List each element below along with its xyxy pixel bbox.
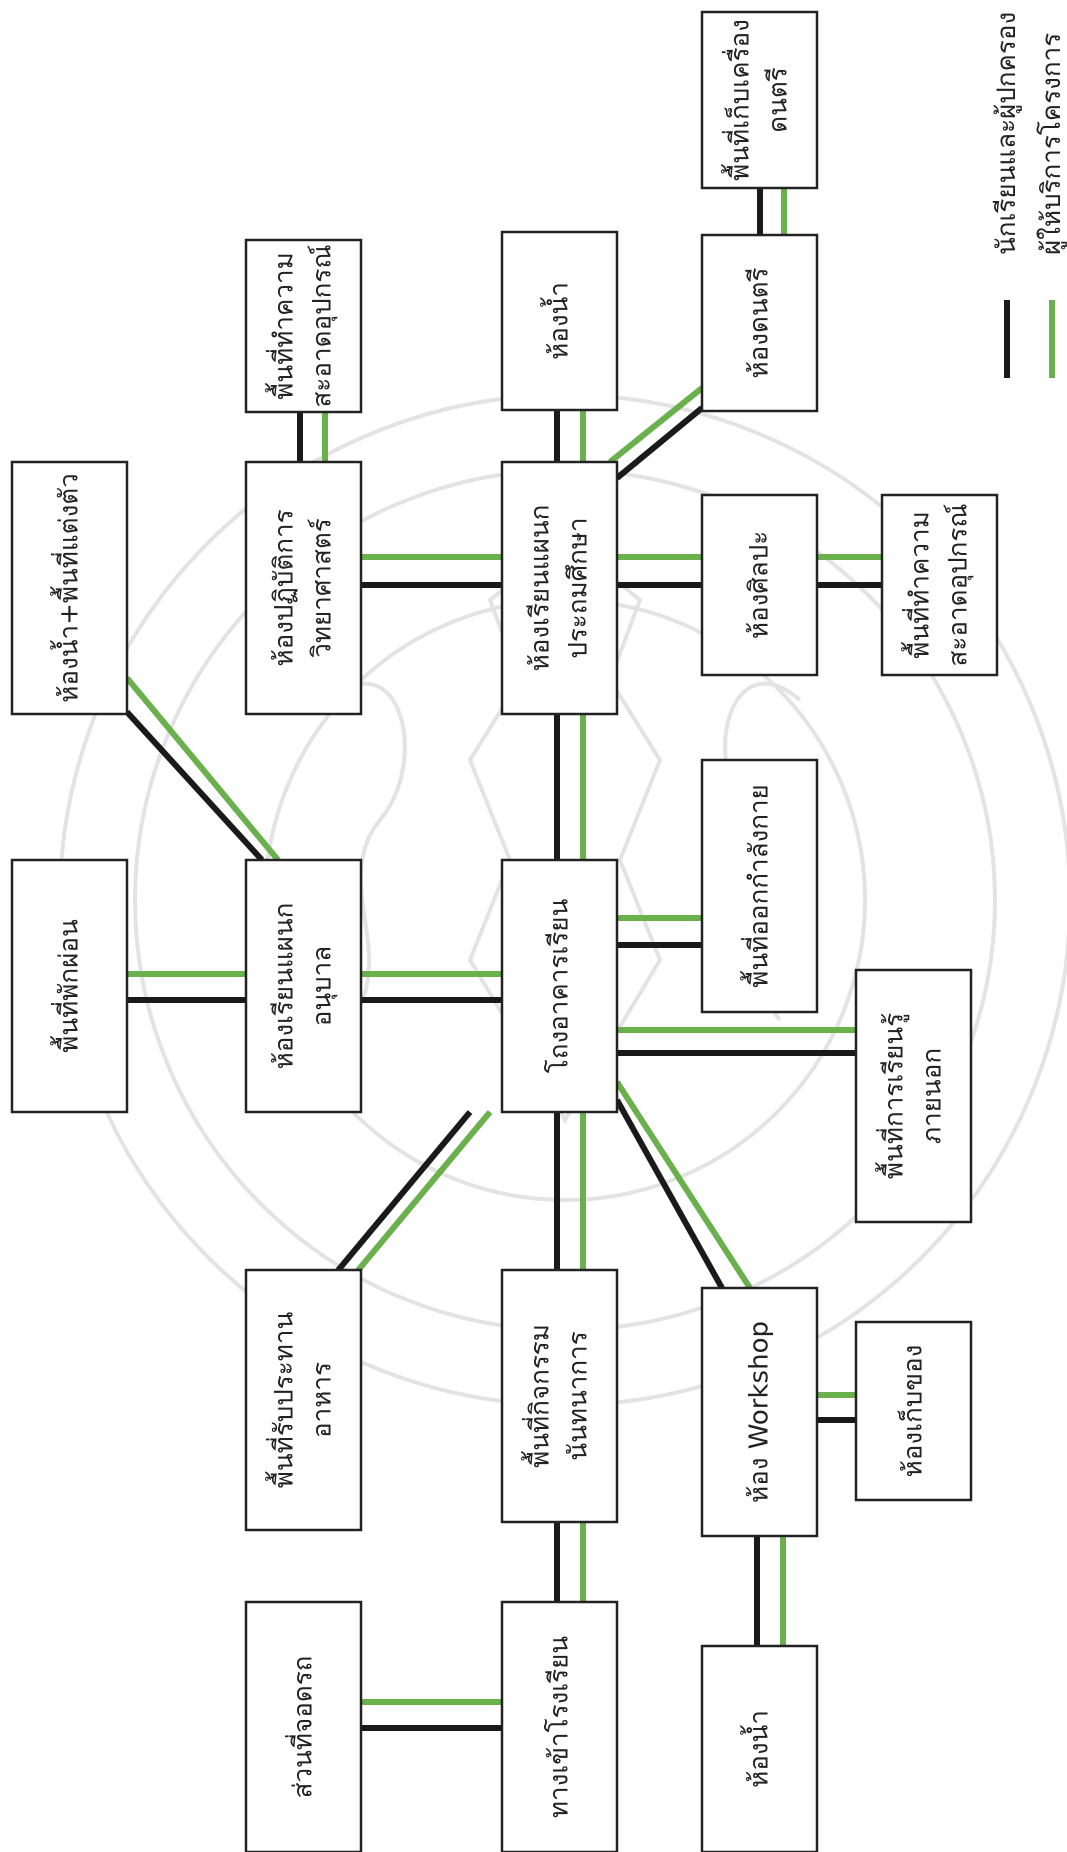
node-label: โถงอาคารเรียน (544, 899, 575, 1074)
node-box (244, 858, 363, 1114)
node-box (244, 1268, 363, 1532)
edge-canteen-hall-black (327, 1110, 473, 1282)
node-label: พื้นที่รับประทาน (265, 1312, 300, 1489)
edge-hall-workshop-black (614, 1098, 725, 1290)
room-nodes: พื้นที่พักผ่อนห้องน้ำ+พื้นที่แต่งตัวห้อง… (10, 10, 999, 1852)
node-label: ทางเข้าโรงเรียน (544, 1636, 575, 1818)
node-label: สะอาดอุปกรณ์ (308, 245, 338, 408)
node-entrance: ทางเข้าโรงเรียน (500, 1600, 619, 1852)
node-canteen: พื้นที่รับประทาน อาหาร (244, 1268, 363, 1532)
node-toilet-dress: ห้องน้ำ+พื้นที่แต่งตัว (10, 460, 129, 716)
node-outdoor: พื้นที่การเรียนรู้ ภายนอก (854, 968, 973, 1224)
node-music: ห้องดนตรี (700, 233, 819, 413)
edge-toilet_dress-kinder-black (124, 709, 265, 863)
node-label: สะอาดอุปกรณ์ (944, 504, 974, 667)
node-parking: ส่วนที่จอดรถ (244, 1600, 363, 1852)
node-label: อนุบาล (308, 946, 338, 1026)
node-label: ห้องดนตรี (745, 267, 775, 378)
node-box (500, 858, 619, 1114)
node-sci-lab: ห้องปฏิบัติการ วิทยาศาสตร์ (244, 460, 363, 716)
node-label: ห้องน้ำ (540, 282, 575, 360)
node-label: ภายนอก (918, 1048, 948, 1144)
node-box (244, 1600, 363, 1852)
node-label: นันทนาการ (564, 1331, 594, 1460)
node-rest: พื้นที่พักผ่อน (10, 858, 129, 1114)
node-box (854, 1320, 973, 1502)
node-toilet-bot: ห้องน้ำ (700, 1644, 819, 1852)
node-box (10, 858, 129, 1114)
node-box (880, 493, 999, 677)
node-box (500, 230, 619, 412)
node-label: พื้นที่เก็บเครื่อง (721, 19, 756, 181)
node-box (700, 233, 819, 413)
node-recreation: พื้นที่กิจกรรม นันทนาการ (500, 1268, 619, 1524)
node-label: ห้องน้ำ (740, 1710, 775, 1788)
node-box (700, 10, 819, 190)
node-art: ห้องศิลปะ (700, 493, 819, 677)
node-label: พื้นที่พักผ่อน (50, 919, 85, 1053)
node-label: ห้องเรียนแผนก (526, 505, 556, 672)
node-workshop: ห้อง Workshop (700, 1286, 819, 1538)
node-box (700, 1644, 819, 1852)
connection-lines (124, 188, 882, 1731)
edge-primary-music-green (608, 385, 704, 465)
node-storage: ห้องเก็บของ (854, 1320, 973, 1502)
node-label: ประถมศึกษา (564, 517, 594, 658)
node-label: พื้นที่การเรียนรู้ (875, 1013, 910, 1179)
node-label: พื้นที่ทำความ (265, 252, 300, 400)
node-box (700, 1286, 819, 1538)
node-box (244, 460, 363, 716)
node-box (10, 460, 129, 716)
node-label: พื้นที่ทำความ (901, 511, 936, 659)
edge-hall-workshop-green (614, 1080, 753, 1290)
node-label: ดนตรี (764, 67, 794, 133)
node-primary: ห้องเรียนแผนก ประถมศึกษา (500, 460, 619, 716)
node-clean-sci: พื้นที่ทำความ สะอาดอุปกรณ์ (244, 238, 363, 414)
node-box (500, 1268, 619, 1524)
node-label: ห้องศิลปะ (745, 531, 775, 639)
node-box (700, 758, 819, 1014)
node-box (700, 493, 819, 677)
legend-label-staff: ผู้ให้บริการโครงการ (1036, 33, 1067, 255)
legend-label-students: นักเรียนและผู้ปกครอง (992, 12, 1022, 255)
node-label: ห้องเก็บของ (897, 1345, 929, 1478)
node-label: ห้องปฏิบัติการ (270, 509, 300, 666)
node-clean-art: พื้นที่ทำความ สะอาดอุปกรณ์ (880, 493, 999, 677)
legend: นักเรียนและผู้ปกครอง ผู้ให้บริการโครงการ (992, 12, 1067, 378)
node-label: ส่วนที่จอดรถ (285, 1656, 319, 1799)
node-kinder: ห้องเรียนแผนก อนุบาล (244, 858, 363, 1114)
node-label: อาหาร (308, 1362, 338, 1438)
node-label: ห้อง Workshop (745, 1321, 775, 1503)
node-exercise: พื้นที่ออกกำลังกาย (700, 758, 819, 1014)
node-label: วิทยาศาสตร์ (308, 518, 338, 658)
node-label: พื้นที่ออกกำลังกาย (740, 784, 775, 988)
edge-toilet_dress-kinder-green (124, 676, 281, 862)
node-toilet-top: ห้องน้ำ (500, 230, 619, 412)
node-box (500, 1600, 619, 1852)
node-box (854, 968, 973, 1224)
edge-canteen-hall-green (347, 1110, 493, 1282)
node-label: ห้องน้ำ+พื้นที่แต่งตัว (50, 473, 85, 702)
node-instrument: พื้นที่เก็บเครื่อง ดนตรี (700, 10, 819, 190)
node-label: พื้นที่กิจกรรม (521, 1324, 556, 1468)
edge-primary-music-black (615, 405, 704, 481)
node-hall: โถงอาคารเรียน (500, 858, 619, 1114)
node-box (244, 238, 363, 414)
node-box (500, 460, 619, 716)
node-label: ห้องเรียนแผนก (270, 903, 300, 1070)
